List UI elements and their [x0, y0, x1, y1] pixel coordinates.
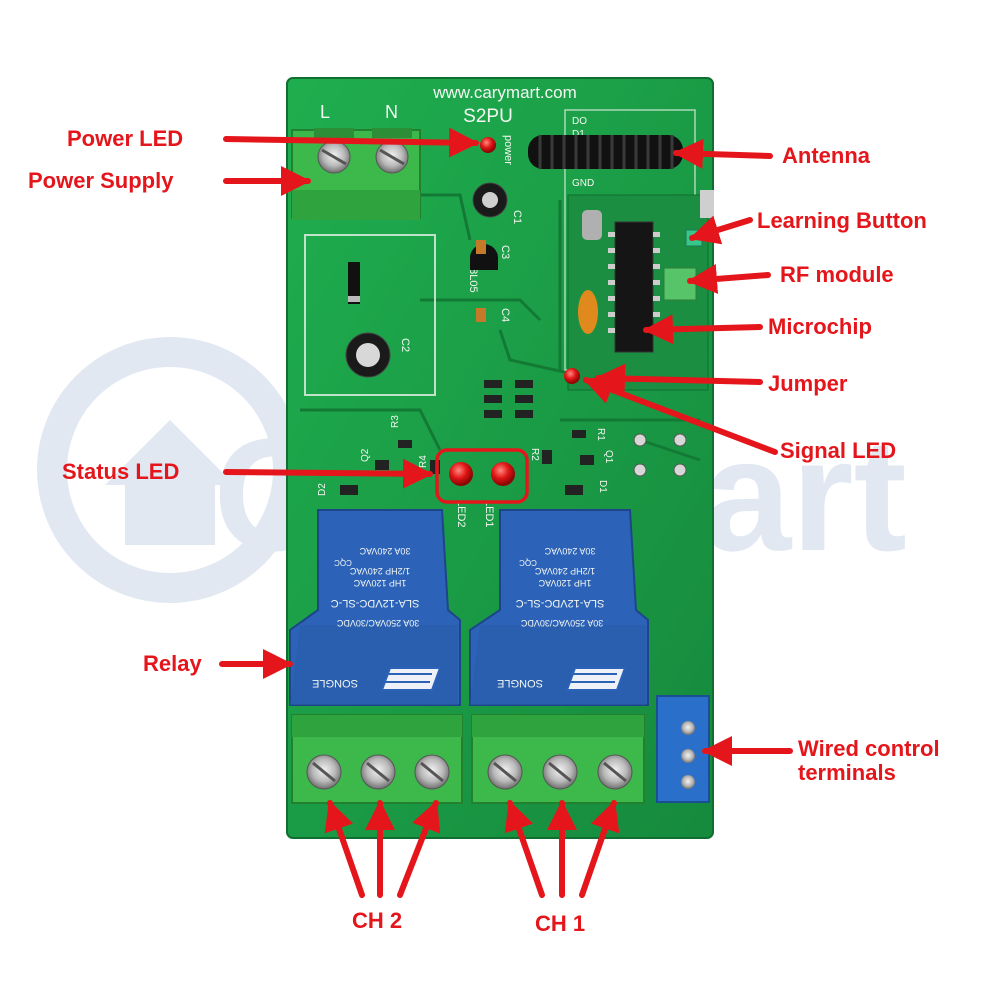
smd-pads — [340, 380, 594, 495]
power-led — [480, 137, 496, 153]
c3-silk: C3 — [499, 245, 511, 259]
led1-silk: LED1 — [483, 500, 495, 528]
d1pin-silk: D1 — [572, 129, 585, 140]
status-led-highlight-box — [435, 448, 529, 504]
jumper-pins — [633, 433, 687, 477]
r3-silk: R3 — [390, 415, 401, 428]
status-led-1 — [491, 462, 515, 486]
label-ch2: CH 2 — [352, 908, 403, 933]
rf-module — [567, 190, 714, 391]
arrow-ch1-c — [579, 800, 620, 898]
screw-icon — [681, 775, 695, 789]
website-silk: www.carymart.com — [432, 83, 577, 102]
arrow-ch2-c — [397, 800, 441, 898]
arrow-ch1-a — [504, 800, 545, 898]
gnd-silk: GND — [572, 178, 594, 189]
house-logo-shape — [105, 420, 235, 545]
label-wired-control-line1: Wired control — [798, 736, 940, 761]
l-silk: L — [320, 102, 330, 122]
q1-silk: Q1 — [603, 450, 614, 464]
arrow-signal-led — [583, 375, 778, 455]
diode — [348, 262, 360, 304]
c1-silk: C1 — [511, 210, 523, 224]
arrow-jumper — [595, 363, 763, 394]
relay-cert-text: CQC — [519, 558, 537, 567]
signal-led — [564, 368, 580, 384]
power-silk: power — [502, 135, 514, 165]
output-terminals-ch1 — [471, 714, 645, 804]
led2-silk: LED2 — [455, 500, 467, 528]
label-relay: Relay — [143, 651, 202, 676]
relay-rating-text: 1HP 120VAC — [538, 578, 591, 588]
relay-cert-text: CQC — [334, 558, 352, 567]
status-led-2 — [449, 462, 473, 486]
antenna-coil — [528, 135, 683, 169]
crystal — [582, 210, 602, 240]
relay-ch2: SLA-12VDC-SL-C 30A 250VAC/30VDC 1HP 120V… — [289, 509, 461, 706]
wired-control-terminal-block — [656, 695, 710, 803]
relay-rating-text: 30A 240VAC — [359, 546, 410, 556]
songle-logo-icon — [565, 667, 627, 691]
label-wired-control-terminals: Wired control terminals — [798, 737, 940, 785]
do-silk: DO — [572, 116, 587, 127]
relay-ch1: SLA-12VDC-SL-C 30A 250VAC/30VDC 1HP 120V… — [469, 509, 649, 706]
relay-rating-text: 1/2HP 240VAC — [349, 566, 410, 576]
screw-icon — [681, 721, 695, 735]
c4-silk: C4 — [499, 308, 511, 322]
relay-rating-text: 30A 250VAC/30VDC — [336, 618, 419, 628]
r1-silk: R1 — [595, 428, 606, 441]
r4-silk: R4 — [418, 455, 429, 468]
output-terminals-ch2 — [291, 714, 463, 804]
q2-silk: Q2 — [360, 448, 371, 462]
label-power-led: Power LED — [67, 126, 184, 151]
model-silk: S2PU — [463, 106, 513, 127]
r2-silk: R2 — [529, 448, 540, 461]
arrow-microchip — [643, 314, 763, 345]
d2-silk: D2 — [317, 483, 328, 496]
c2-silk: C2 — [399, 338, 411, 352]
label-learning-button: Learning Button — [757, 208, 927, 233]
d1-silk: D1 — [597, 480, 608, 493]
arrow-antenna — [673, 138, 773, 169]
label-rf-module: RF module — [780, 262, 894, 287]
relay-rating-text: 1HP 120VAC — [353, 578, 406, 588]
arrow-status-led — [223, 458, 433, 489]
relay-model-text: SLA-12VDC-SL-C — [331, 597, 420, 609]
arrow-learning-button — [689, 215, 753, 245]
label-wired-control-line2: terminals — [798, 760, 896, 785]
relay-model-text: SLA-12VDC-SL-C — [516, 597, 605, 609]
label-antenna: Antenna — [782, 143, 870, 168]
label-power-supply: Power Supply — [28, 168, 174, 193]
label-ch1: CH 1 — [535, 911, 586, 936]
rf-coil — [663, 267, 697, 301]
relay-rating-text: 30A 240VAC — [544, 546, 595, 556]
label-signal-led: Signal LED — [780, 438, 897, 463]
arrow-rf-module — [687, 263, 771, 294]
label-microchip: Microchip — [768, 314, 872, 339]
arrow-power-led — [223, 127, 479, 158]
label-status-led: Status LED — [62, 459, 180, 484]
relay-brand-text: SONGLE — [497, 677, 543, 689]
relay-rating-text: 1/2HP 240VAC — [534, 566, 595, 576]
relay-rating-text: 30A 250VAC/30VDC — [520, 618, 603, 628]
orange-capacitor — [578, 290, 598, 334]
pointer-arrows — [219, 127, 793, 898]
relay-brand-text: SONGLE — [312, 677, 358, 689]
songle-logo-icon — [380, 667, 442, 691]
arrow-ch2-a — [324, 800, 365, 898]
n-silk: N — [385, 102, 398, 122]
screw-icon — [681, 749, 695, 763]
label-jumper: Jumper — [768, 371, 848, 396]
